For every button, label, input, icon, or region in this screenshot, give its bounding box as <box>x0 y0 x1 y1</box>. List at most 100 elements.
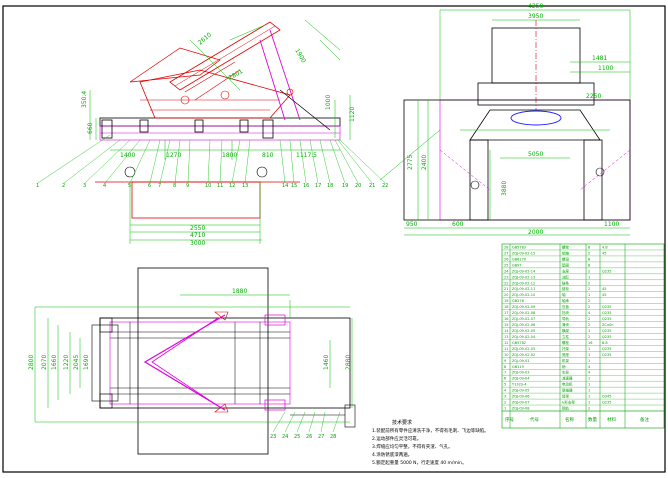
dim-label: 1900 <box>293 48 307 65</box>
sheet-frame <box>2 5 666 473</box>
bom-cell: GB97 <box>512 263 522 267</box>
bom-cell: 45 <box>602 287 606 291</box>
bom-cell: 轴 <box>562 292 566 297</box>
part-balloon: 18 <box>327 183 333 189</box>
bom-cell: 螺母 <box>562 256 570 261</box>
part-balloon: 25 <box>294 434 300 440</box>
dim-label: 660 <box>87 122 94 134</box>
bom-cell: V形支架 <box>562 400 575 405</box>
bom-cell: 19 <box>504 299 508 303</box>
bom-cell: 20 <box>504 293 508 297</box>
end-elevation-view <box>379 9 631 236</box>
bom-cell: Q235 <box>602 311 611 315</box>
part-balloon: 21 <box>369 183 375 189</box>
bom-cell: 2 <box>588 299 590 303</box>
bom-cell: 11 <box>504 347 508 351</box>
bom-cell: 减速器 <box>562 376 573 381</box>
plan-view-dimension-labels: 1880 2800 2070 1660 1220 2045 1690 1460 … <box>28 288 352 370</box>
bom-cell: 滑块 <box>562 322 570 327</box>
bom-cell: ZQJ-09-04 <box>512 377 530 381</box>
bom-cell: Q235 <box>602 329 611 333</box>
bom-cell: 2 <box>588 287 590 291</box>
bom-cell: Q235 <box>602 317 611 321</box>
bom-cell: ZQJ-09-02-07 <box>512 317 535 321</box>
bom-cell: ZQJ-09-02-12 <box>512 281 535 285</box>
bom-cell: GB119 <box>512 365 524 369</box>
bom-cell: 1 <box>588 377 590 381</box>
bom-cell: 18 <box>504 305 508 309</box>
part-balloon: 20 <box>355 183 361 189</box>
dim-label: 1120 <box>349 107 356 122</box>
bom-cell: 14 <box>504 329 509 333</box>
bom-cell: 2 <box>588 269 590 273</box>
bom-cell: 轴承 <box>562 298 570 303</box>
bom-cell: 25 <box>504 263 508 267</box>
bom-cell: 导轨 <box>562 316 570 321</box>
side-view-balloons: 1 2 3 4 5 6 7 8 9 10 11 12 13 14 15 16 1… <box>36 183 388 189</box>
bom-cell: ZQJ-09-03 <box>512 371 530 375</box>
dim-label: 1660 <box>51 355 58 370</box>
bom-cell: 机架 <box>562 358 570 363</box>
bom-cell: 1 <box>588 293 590 297</box>
bom-cell: ZQJ-09-01 <box>512 359 530 363</box>
bom-cell: ZQJ-09-02-08 <box>512 311 535 315</box>
part-balloon: 8 <box>173 183 176 189</box>
bom-cell: 8 <box>588 245 590 249</box>
bom-cell: ZQJ-09-02-15 <box>512 251 535 255</box>
dim-label: 2800 <box>28 355 35 370</box>
dim-label: 1220 <box>63 355 70 370</box>
dim-label: 2000 <box>528 229 543 236</box>
part-balloon: 7 <box>158 183 161 189</box>
bom-cell: ZQJ-09-02-02 <box>512 353 535 357</box>
bom-cell: 13 <box>504 335 508 339</box>
dim-label: 4250 <box>528 3 543 10</box>
part-balloon: 12 <box>229 183 235 189</box>
bom-cell: 9 <box>504 359 506 363</box>
dim-label: 950 <box>406 221 418 228</box>
dim-label: 3950 <box>528 13 543 20</box>
part-balloon: 27 <box>318 434 324 440</box>
bom-cell: 2 <box>588 305 590 309</box>
bom-cell: ZQJ-09-02-04 <box>512 335 536 339</box>
part-balloon: 16 <box>303 183 309 189</box>
part-balloon: 5 <box>128 183 131 189</box>
bom-header-cell: 序号 <box>505 416 514 423</box>
bom-header-cell: 备注 <box>640 416 649 423</box>
part-balloon: 13 <box>242 183 248 189</box>
dim-label: 2250 <box>586 93 601 100</box>
bom-cell: Y132S-4 <box>512 383 527 387</box>
bom-cell: ZQJ-09-02-13 <box>512 275 535 279</box>
bom-cell: Q345 <box>602 395 611 399</box>
bom-cell: 联轴器 <box>562 388 573 393</box>
part-balloon: 4 <box>103 183 106 189</box>
bom-cell: 钢轨 <box>562 406 570 411</box>
dim-label: 1270 <box>166 152 181 159</box>
bom-cell: 15 <box>504 323 508 327</box>
bom-cell: ZCuSn <box>602 323 614 327</box>
part-balloon: 3 <box>83 183 86 189</box>
side-view-dimension-labels: 2610 2801 1900 350.4 660 1120 1800 810 1… <box>81 31 356 247</box>
bom-cell: 链条 <box>562 280 570 285</box>
bom-cell: ZQJ-09-08 <box>512 407 530 411</box>
end-view-dimension-labels: 4250 3950 1481 1100 2250 5050 2775 3880 … <box>406 3 619 236</box>
dim-label: 2400 <box>421 155 428 170</box>
bom-cell: 4 <box>588 365 591 369</box>
bom-cell: 1 <box>588 395 590 399</box>
notes-title: 技术要求 <box>392 419 412 426</box>
part-balloon: 6 <box>148 183 151 189</box>
bom-cell: 电动机 <box>562 382 573 387</box>
bom-cell: 4.8 <box>602 245 608 249</box>
part-balloon: 2 <box>62 183 65 189</box>
dim-label: 1690 <box>83 355 90 370</box>
bom-cell: 立柱 <box>562 334 570 339</box>
bom-cell: GB276 <box>512 299 524 303</box>
part-balloon: 15 <box>291 183 297 189</box>
note-line: 5.额定起重量 5000 N，行走速度 40 m/min。 <box>372 459 466 466</box>
part-balloon: 9 <box>186 183 189 189</box>
part-balloon: 11 <box>217 183 223 189</box>
plan-view <box>34 267 356 455</box>
bom-cell: 26 <box>504 257 508 261</box>
bom-cell: 8 <box>504 365 506 369</box>
bom-cell: 车轮 <box>562 370 570 375</box>
bom-cell: 23 <box>504 275 508 279</box>
